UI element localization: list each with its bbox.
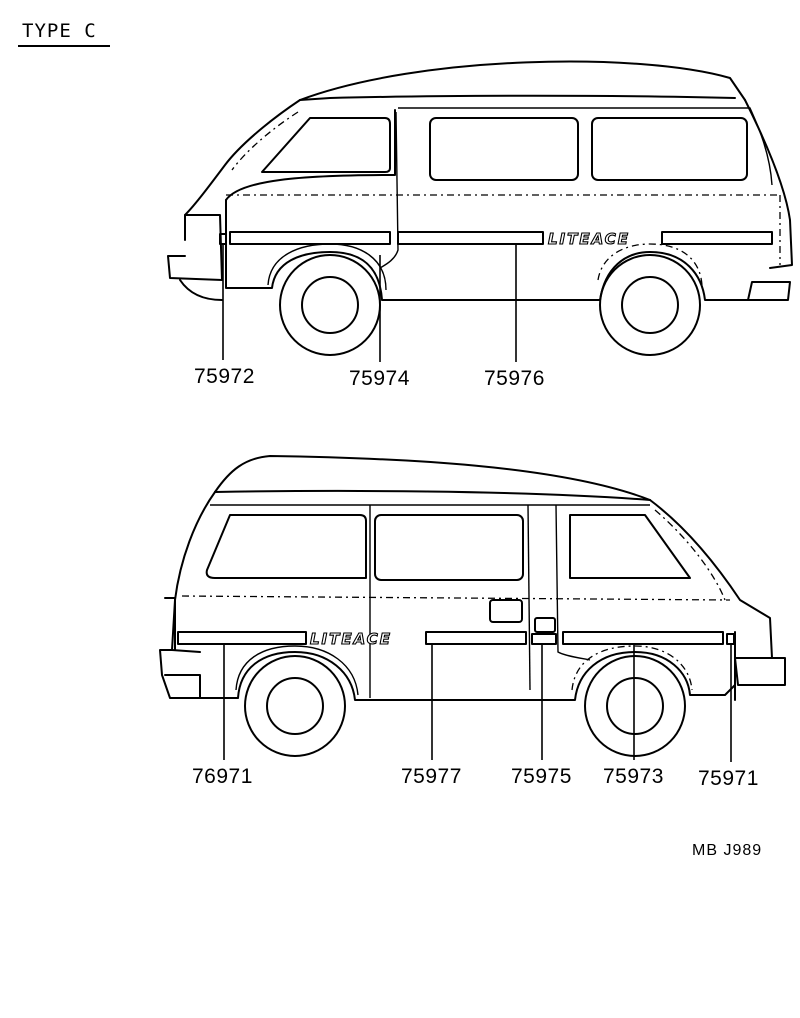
van-bottom-illustration: LITEACE: [159, 455, 786, 762]
part-label-75971: 75971: [698, 767, 759, 790]
part-label-75976: 75976: [484, 367, 545, 390]
part-label-75977: 75977: [401, 765, 462, 788]
part-label-75974: 75974: [349, 367, 410, 390]
liteace-logo-top: LITEACE: [548, 230, 630, 248]
title-underline: [18, 45, 110, 47]
van-top-illustration: LITEACE: [167, 60, 793, 362]
liteace-logo-bottom: LITEACE: [310, 630, 392, 648]
page-title: TYPE C: [22, 20, 97, 42]
part-label-75972: 75972: [194, 365, 255, 388]
reference-code: MB J989: [692, 842, 763, 859]
part-label-75973: 75973: [603, 765, 664, 788]
part-label-75975: 75975: [511, 765, 572, 788]
part-label-76971: 76971: [192, 765, 253, 788]
